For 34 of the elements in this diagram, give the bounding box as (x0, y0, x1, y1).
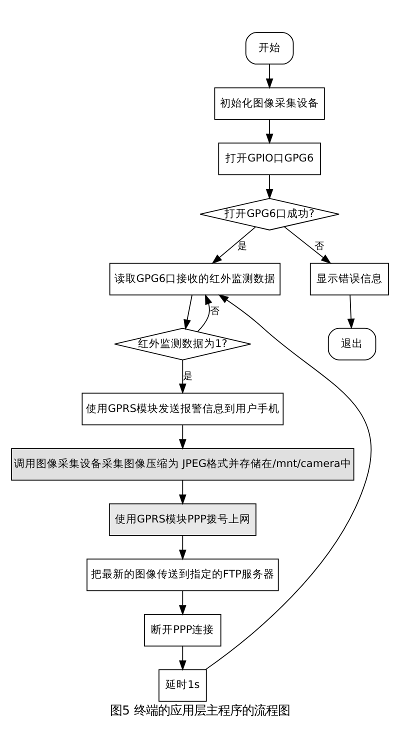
arrow (178, 479, 186, 505)
arrow (178, 534, 186, 560)
arrow (266, 118, 274, 144)
arrow (178, 590, 186, 616)
arrow (347, 294, 355, 329)
arrow (266, 63, 274, 88)
node-box: 退出 (328, 327, 376, 360)
node-box: 使用GPRS模块PPP拨号上网 (108, 502, 256, 536)
arrow (284, 226, 332, 264)
arrow (178, 424, 186, 450)
node-diamond: 打开GPG6口成功? (200, 197, 340, 230)
node-box: 读取GPG6口接收的红外监测数据 (109, 262, 281, 295)
node-diamond: 红外监测数据为1? (114, 327, 252, 360)
arrow (178, 645, 186, 670)
node-box: 使用GPRS模块发送报警信息到用户手机 (82, 392, 284, 425)
arrow (205, 294, 372, 670)
arrow (197, 293, 212, 332)
edge-label: 是 (237, 240, 248, 252)
edge-label: 是 (182, 370, 193, 382)
arrow (184, 294, 192, 330)
node-box: 断开PPP连接 (144, 613, 222, 646)
node-box: 调用图像采集设备采集图像压缩为 JPEG格式并存储在/mnt/camera中 (11, 448, 354, 480)
node-box: 把最新的图像传送到指定的FTP服务器 (86, 558, 279, 591)
node-box: 初始化图像采集设备 (214, 86, 325, 120)
node-box: 延时1s (158, 668, 207, 702)
arrow (178, 359, 186, 394)
edge-label: 否 (314, 240, 325, 252)
caption: 图5 终端的应用层主程序的流程图 (110, 703, 290, 718)
arrow (266, 174, 274, 200)
node-box: 打开GPIO口GPG6 (218, 142, 321, 175)
arrow (212, 226, 256, 264)
edge-label: 否 (210, 306, 220, 317)
node-box: 显示错误信息 (310, 262, 389, 295)
node-box: 开始 (245, 32, 294, 64)
